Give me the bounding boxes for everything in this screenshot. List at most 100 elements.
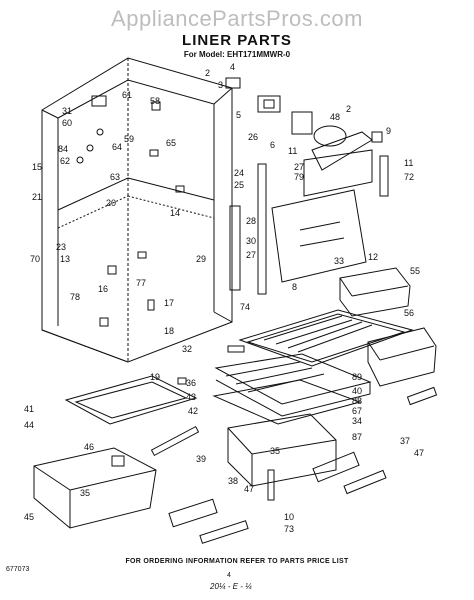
callout: 44 (24, 420, 34, 430)
callout: 64 (112, 142, 122, 152)
document-code: 677073 (6, 566, 30, 573)
callout: 45 (24, 512, 34, 522)
callout: 15 (32, 162, 42, 172)
crisper-shelf (212, 353, 372, 425)
fan-assembly (291, 111, 389, 197)
bracket-32 (227, 345, 245, 353)
callout: 3 (218, 80, 223, 90)
callout: 13 (60, 254, 70, 264)
crisper-drawer (227, 413, 337, 487)
shelf-rails (229, 163, 267, 295)
callout: 47 (244, 484, 254, 494)
trim-39 (150, 425, 200, 457)
callout: 27 (294, 162, 304, 172)
rear-panel (271, 189, 367, 283)
handwritten-note: 20¼ - E - ¼ (210, 582, 252, 591)
callout: 78 (70, 292, 80, 302)
wire-shelf (238, 309, 414, 367)
callout: 20 (106, 198, 116, 208)
callout: 39 (196, 454, 206, 464)
trim-47a (199, 520, 249, 544)
callout: 12 (368, 252, 378, 262)
trim-67 (406, 386, 438, 406)
callout: 2 (346, 104, 351, 114)
callout: 79 (294, 172, 304, 182)
callout: 35 (270, 446, 280, 456)
door-bin-56 (367, 327, 437, 387)
meat-drawer (33, 447, 157, 529)
callout: 46 (84, 442, 94, 452)
callout: 88 (352, 396, 362, 406)
callout-labels: 2 4 3 58 61 31 60 59 64 65 62 84 15 63 2… (24, 62, 424, 534)
callout: 32 (182, 344, 192, 354)
callout: 59 (124, 134, 134, 144)
callout: 16 (98, 284, 108, 294)
callout: 18 (164, 326, 174, 336)
light-housing (225, 77, 281, 113)
callout: 47 (414, 448, 424, 458)
callout: 24 (234, 168, 244, 178)
callout: 33 (334, 256, 344, 266)
callout: 74 (240, 302, 250, 312)
callout: 10 (284, 512, 294, 522)
callout: 77 (136, 278, 146, 288)
callout: 36 (186, 378, 196, 388)
callout: 19 (150, 372, 160, 382)
trim-47b (343, 469, 387, 495)
model-label: For Model: EHT171MMWR-0 (183, 50, 291, 59)
roller-10 (267, 469, 275, 501)
callout: 61 (122, 90, 132, 100)
liner-cabinet (41, 57, 233, 363)
callout: 41 (24, 404, 34, 414)
callout: 27 (246, 250, 256, 260)
callout: 55 (410, 266, 420, 276)
callout: 21 (32, 192, 42, 202)
callout: 14 (170, 208, 180, 218)
callout: 5 (236, 110, 241, 120)
clip-46 (111, 455, 125, 467)
callout: 43 (186, 392, 196, 402)
ordering-footer: FOR ORDERING INFORMATION REFER TO PARTS … (125, 558, 349, 565)
callout: 73 (284, 524, 294, 534)
callout: 11 (288, 146, 297, 156)
callout: 72 (404, 172, 414, 182)
trim-38 (168, 498, 218, 528)
callout: 70 (30, 254, 40, 264)
callout: 56 (404, 308, 414, 318)
callout: 67 (352, 406, 362, 416)
trim-37 (312, 451, 360, 483)
callout: 65 (166, 138, 176, 148)
callout: 48 (330, 112, 340, 122)
callout: 60 (62, 118, 72, 128)
callout: 37 (400, 436, 410, 446)
callout: 11 (404, 158, 413, 168)
callout: 23 (56, 242, 66, 252)
screw-36 (177, 377, 187, 385)
callout: 25 (234, 180, 244, 190)
callout: 4 (230, 62, 235, 72)
callout: 63 (110, 172, 120, 182)
callout: 29 (196, 254, 206, 264)
callout: 89 (352, 372, 362, 382)
callout: 28 (246, 216, 256, 226)
callout: 26 (248, 132, 258, 142)
glass-shelf (64, 375, 198, 425)
callout: 84 (58, 144, 68, 154)
page-number: 4 (227, 572, 231, 579)
callout: 31 (62, 106, 72, 116)
callout: 38 (228, 476, 238, 486)
callout: 9 (386, 126, 391, 136)
callout: 87 (352, 432, 362, 442)
callout: 2 (205, 68, 210, 78)
callout: 30 (246, 236, 256, 246)
callout: 17 (164, 298, 174, 308)
callout: 40 (352, 386, 362, 396)
door-bin-55 (339, 267, 411, 317)
callout: 35 (80, 488, 90, 498)
callout: 58 (150, 96, 160, 106)
callout: 8 (292, 282, 297, 292)
callout: 34 (352, 416, 362, 426)
callout: 42 (188, 406, 198, 416)
watermark: AppliancePartsPros.com (111, 6, 363, 31)
